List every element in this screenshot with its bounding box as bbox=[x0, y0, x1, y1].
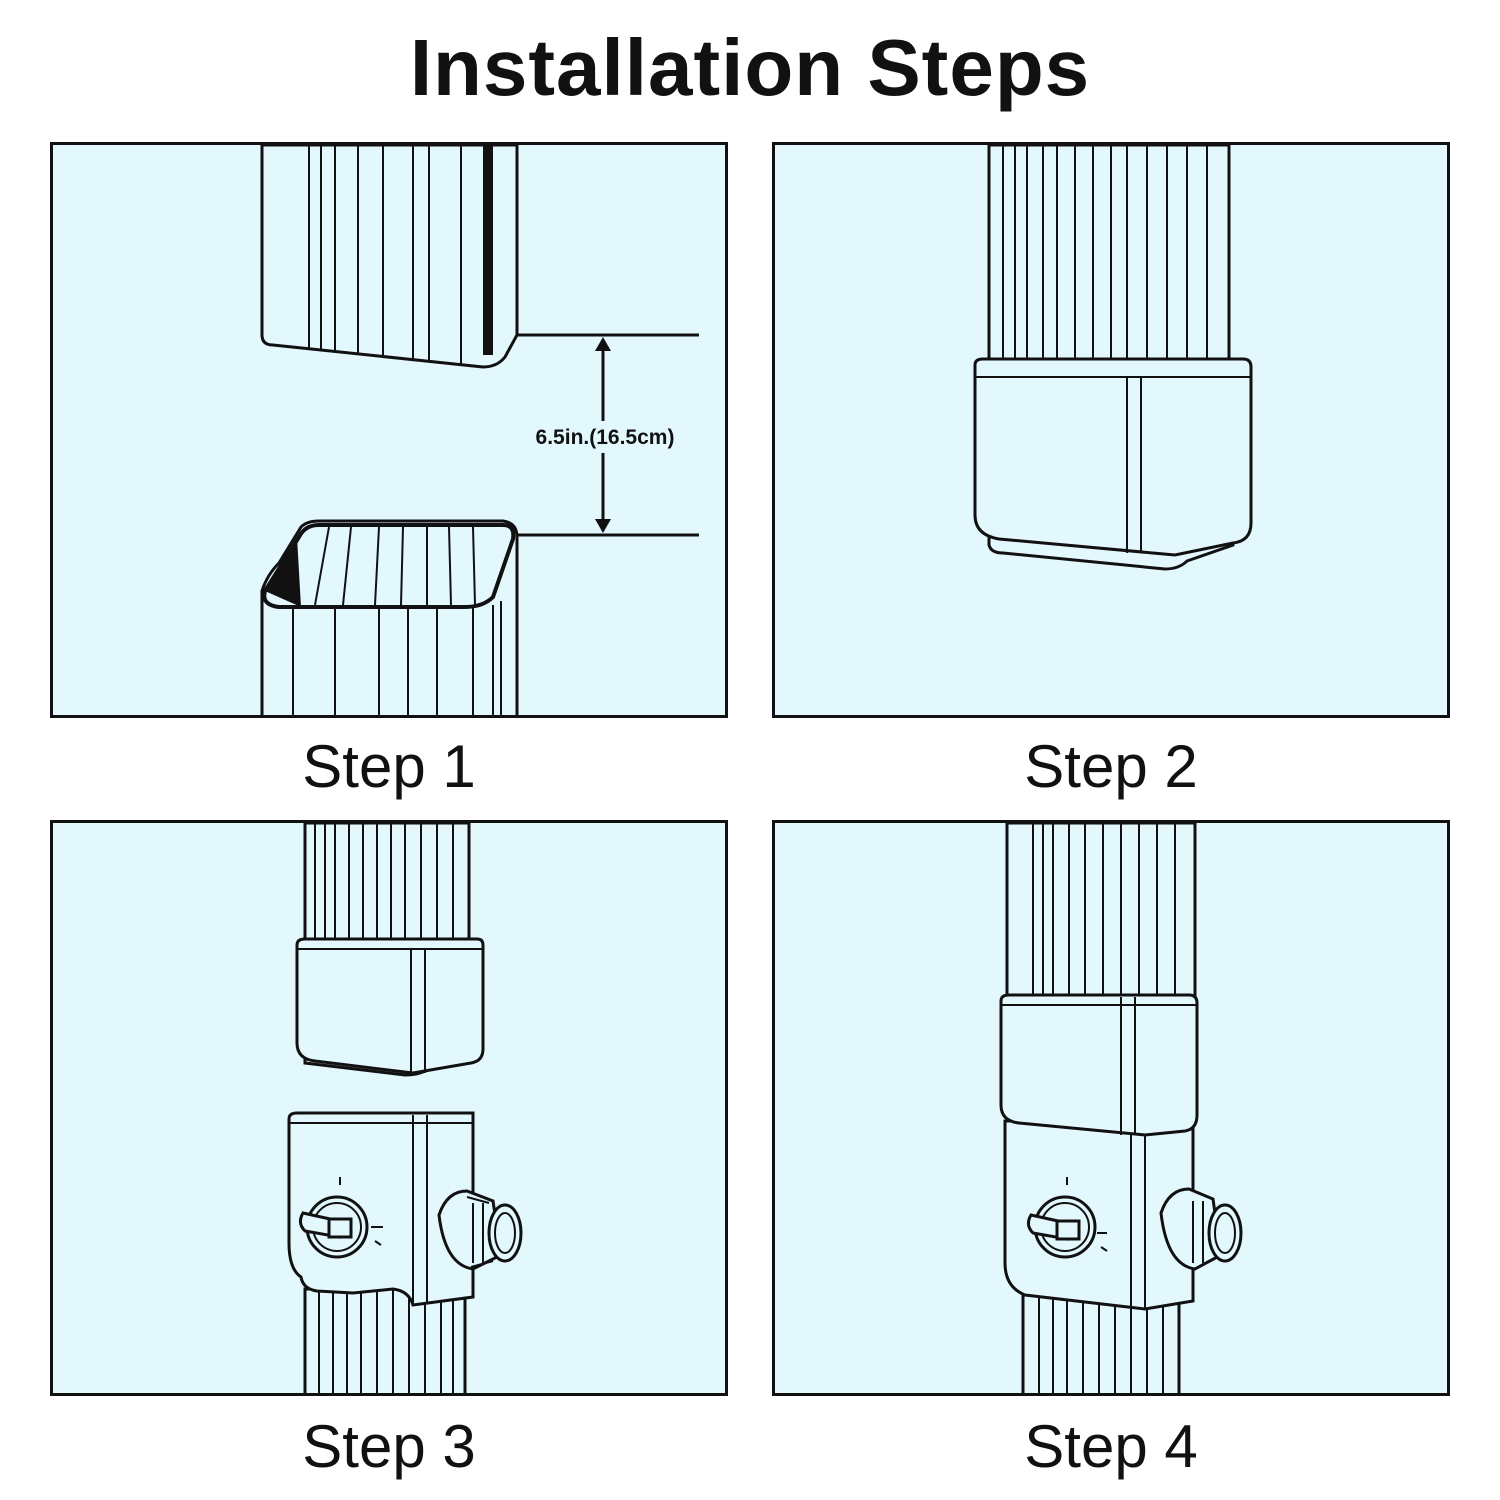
step-1-label: Step 1 bbox=[302, 733, 476, 800]
step-4-panel bbox=[772, 820, 1450, 1396]
downspout-cut-gap-illustration: 6.5in.(16.5cm) bbox=[260, 145, 699, 715]
step-2-label: Step 2 bbox=[1024, 733, 1198, 800]
gap-measurement-label: 6.5in.(16.5cm) bbox=[536, 426, 675, 449]
page-title: Installation Steps bbox=[409, 23, 1091, 112]
step-1-panel: 6.5in.(16.5cm) bbox=[50, 142, 728, 718]
step-4-label: Step 4 bbox=[1024, 1413, 1198, 1480]
step-3-label: Step 3 bbox=[302, 1413, 476, 1480]
completed-installation-illustration bbox=[999, 823, 1243, 1393]
step-3-panel bbox=[50, 820, 728, 1396]
diverter-cap-illustration bbox=[973, 145, 1253, 571]
diverter-alignment-illustration bbox=[287, 823, 523, 1393]
step-2-panel bbox=[772, 142, 1450, 718]
